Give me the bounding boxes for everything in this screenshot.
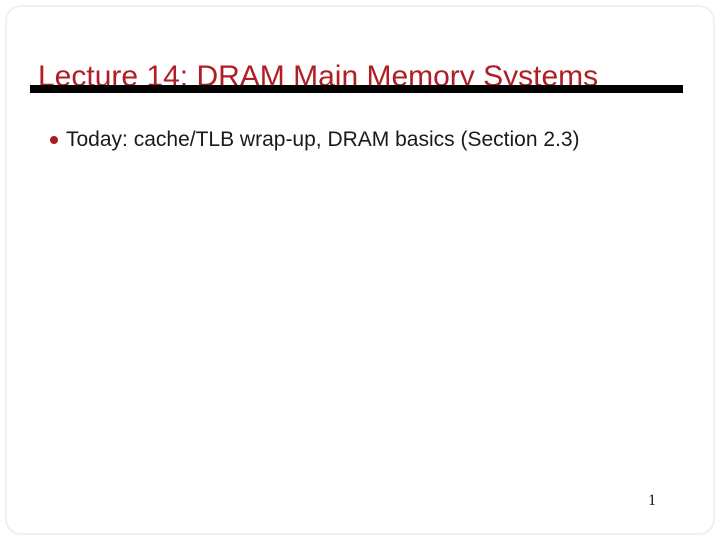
bullet-item: Today: cache/TLB wrap-up, DRAM basics (S… xyxy=(50,129,580,151)
page-number: 1 xyxy=(648,492,656,509)
bullet-dot-icon xyxy=(50,136,58,144)
title-divider-rule xyxy=(30,85,683,93)
bullet-text: Today: cache/TLB wrap-up, DRAM basics (S… xyxy=(66,128,580,151)
